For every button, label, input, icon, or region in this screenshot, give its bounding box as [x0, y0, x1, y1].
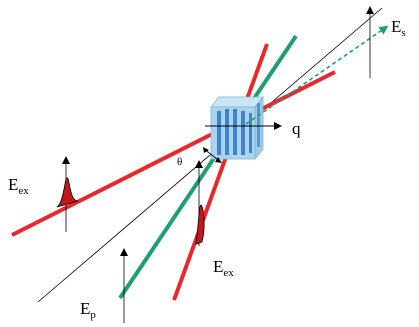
theta-arrowhead-top: [203, 147, 209, 153]
probe-beam: [118, 34, 298, 300]
sample-grating: [217, 103, 260, 155]
signal-arrow: [245, 25, 389, 125]
label-q: q: [292, 119, 301, 138]
excitation-beam-steep: [172, 43, 269, 301]
label-e-ex-left: Eex: [8, 175, 29, 197]
label-e-p: Ep: [80, 299, 96, 321]
label-e-ex-bottom: Eex: [213, 257, 234, 279]
theta-arrowhead-bottom: [215, 157, 222, 163]
label-theta: θ: [177, 156, 182, 168]
reference-diagonal-line: [37, 7, 383, 303]
sample-block: [210, 95, 264, 161]
excitation-pulse-left: [56, 156, 79, 232]
label-e-s: Es: [391, 17, 406, 39]
excitation-pulse-bottom: [195, 160, 205, 246]
